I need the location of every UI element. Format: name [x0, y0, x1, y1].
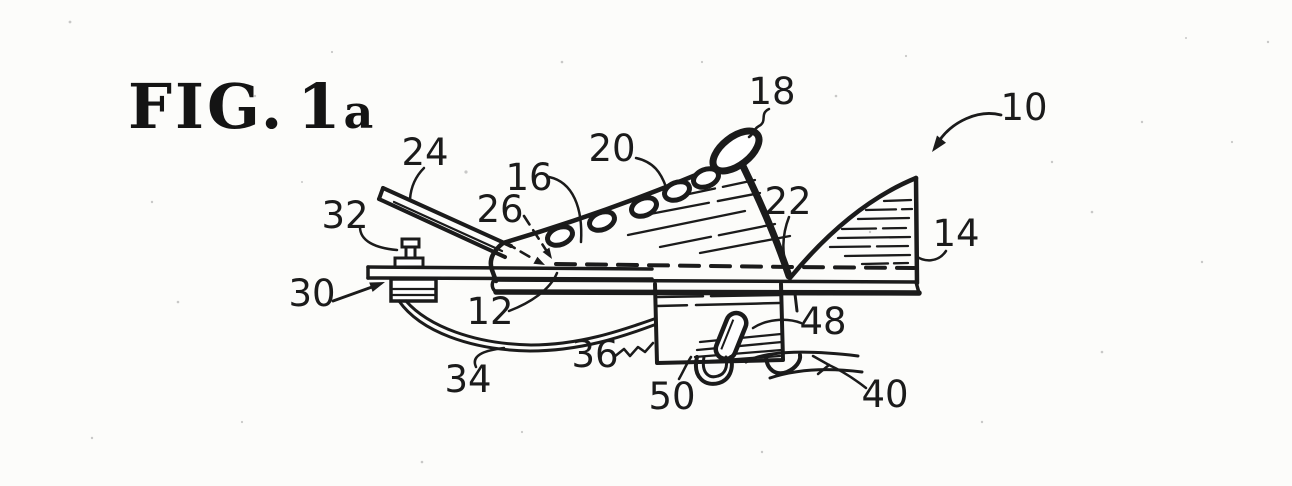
front-lever-bar: [377, 186, 513, 259]
toggle-cylinder: [713, 310, 749, 362]
paper-specks: [68, 20, 1270, 464]
sole: [490, 278, 922, 313]
leader-lines: [358, 107, 948, 390]
leader-40-fork-upper: [811, 354, 831, 367]
leader-18: [747, 107, 771, 139]
ref-label-12: 12: [466, 290, 513, 333]
shoe-upper: [488, 152, 793, 284]
leader-30: [331, 285, 374, 303]
arrowhead-10: [932, 135, 946, 152]
ref-label-30: 30: [288, 272, 335, 315]
ref-label-14: 14: [932, 212, 979, 255]
arrowhead-30: [369, 282, 385, 292]
ref-label-48: 48: [799, 300, 846, 343]
ref-label-24: 24: [401, 131, 448, 174]
ref-label-26: 26: [476, 188, 523, 231]
leader-16: [547, 175, 583, 244]
ref-label-16: 16: [505, 156, 552, 199]
release-pin: [393, 237, 425, 269]
figure-title: FIG.1a: [128, 70, 376, 143]
leader-32: [358, 225, 399, 252]
leader-10: [937, 112, 1003, 143]
ref-label-32: 32: [321, 194, 368, 237]
hidden-centerline: [554, 262, 916, 270]
leader-24: [408, 166, 426, 201]
straps: [744, 350, 864, 380]
ref-label-20: 20: [588, 127, 635, 170]
ref-label-40: 40: [861, 373, 908, 416]
base-plate: [366, 265, 654, 281]
leader-20: [634, 156, 668, 189]
rear-attachment-line: [793, 292, 799, 313]
reference-numerals: 10 14 18 22 20 16 26 24 32 30 12 34 36 5…: [288, 70, 1047, 418]
leader-22: [782, 215, 791, 275]
ref-label-10: 10: [1000, 86, 1047, 129]
leader-14: [914, 249, 948, 262]
heel-piece: [787, 175, 920, 286]
leader-50: [677, 355, 693, 381]
leader-40: [827, 363, 868, 390]
lower-bracket: [389, 277, 438, 303]
cable: [397, 299, 656, 353]
leader-36: [612, 341, 655, 359]
arrow-leaders: [331, 112, 1003, 303]
ref-label-18: 18: [748, 70, 795, 113]
ref-label-50: 50: [648, 375, 695, 418]
leader-34: [473, 346, 506, 369]
ref-label-36: 36: [571, 333, 618, 376]
lace-eyelets: [545, 166, 721, 248]
ref-label-34: 34: [444, 358, 491, 401]
leader-48: [751, 318, 803, 330]
leader-40-fork-lower: [816, 363, 831, 376]
leader-12: [507, 271, 559, 313]
pull-loop: [709, 127, 763, 175]
heel-hatching: [828, 198, 914, 266]
ref-label-22: 22: [764, 180, 811, 223]
